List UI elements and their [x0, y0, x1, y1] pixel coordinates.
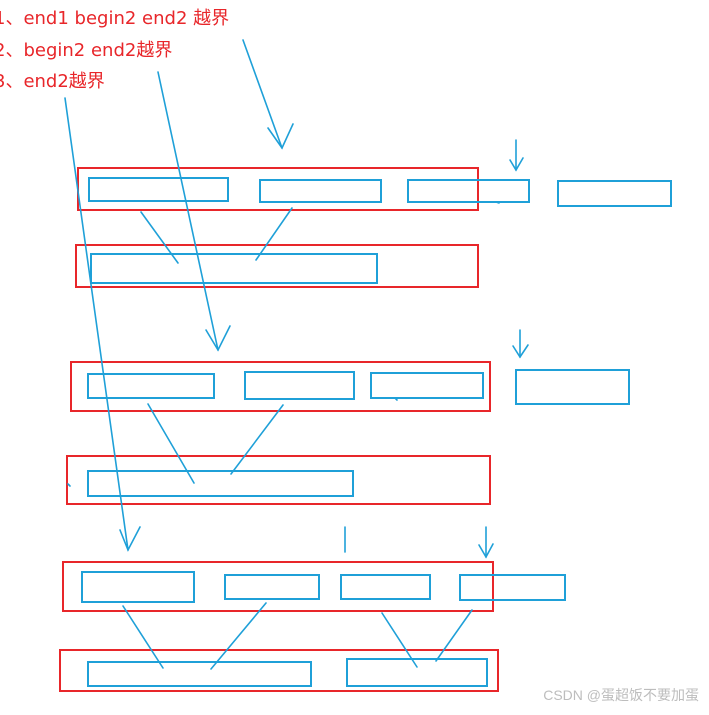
- arrow-line-16: [147, 403, 195, 484]
- blue-segment-box-14: [459, 574, 566, 601]
- blue-segment-box-13: [340, 574, 431, 600]
- arrow-line-23: [495, 201, 500, 204]
- arrow-line-19: [210, 602, 267, 670]
- blue-segment-box-3: [407, 179, 530, 203]
- arrow-line-2: [267, 123, 294, 150]
- red-group-box-2: [75, 244, 479, 288]
- red-group-box-6: [59, 649, 499, 692]
- arrow-line-8: [509, 157, 524, 172]
- blue-segment-box-8: [370, 372, 484, 399]
- arrow-line-1: [242, 39, 283, 149]
- blue-segment-box-6: [87, 373, 215, 399]
- blue-segment-box-2: [259, 179, 382, 203]
- blue-segment-box-7: [244, 371, 355, 400]
- blue-segment-box-5: [90, 253, 378, 284]
- arrow-line-4: [205, 325, 231, 352]
- arrow-line-14: [140, 211, 179, 264]
- annotation-3: 3、end2越界: [0, 71, 105, 92]
- arrow-line-21: [435, 609, 473, 662]
- blue-segment-box-9: [515, 369, 630, 405]
- red-group-box-5: [62, 561, 494, 612]
- arrow-line-15: [255, 207, 293, 261]
- red-group-box-3: [70, 361, 491, 412]
- arrow-line-18: [122, 605, 164, 669]
- arrow-line-3: [157, 71, 219, 351]
- arrow-line-22: [67, 483, 71, 487]
- red-group-box-1: [77, 167, 479, 211]
- watermark: CSDN @蛋超饭不要加蛋: [543, 687, 699, 703]
- blue-segment-box-11: [81, 571, 195, 603]
- blue-segment-box-16: [346, 658, 488, 687]
- blue-segment-box-4: [557, 180, 672, 207]
- annotation-2: 2、begin2 end2越界: [0, 40, 173, 61]
- arrow-line-5: [64, 97, 129, 551]
- blue-segment-box-10: [87, 470, 354, 497]
- arrow-line-6: [119, 526, 141, 552]
- blue-segment-box-1: [88, 177, 229, 202]
- blue-segment-box-12: [224, 574, 320, 600]
- arrow-line-17: [230, 404, 284, 475]
- red-group-box-4: [66, 455, 491, 505]
- arrow-line-10: [512, 344, 529, 359]
- annotation-1: 1、end1 begin2 end2 越界: [0, 8, 230, 29]
- blue-segment-box-15: [87, 661, 312, 687]
- arrow-line-24: [394, 397, 398, 401]
- arrow-line-12: [478, 543, 494, 559]
- arrow-line-20: [381, 612, 418, 668]
